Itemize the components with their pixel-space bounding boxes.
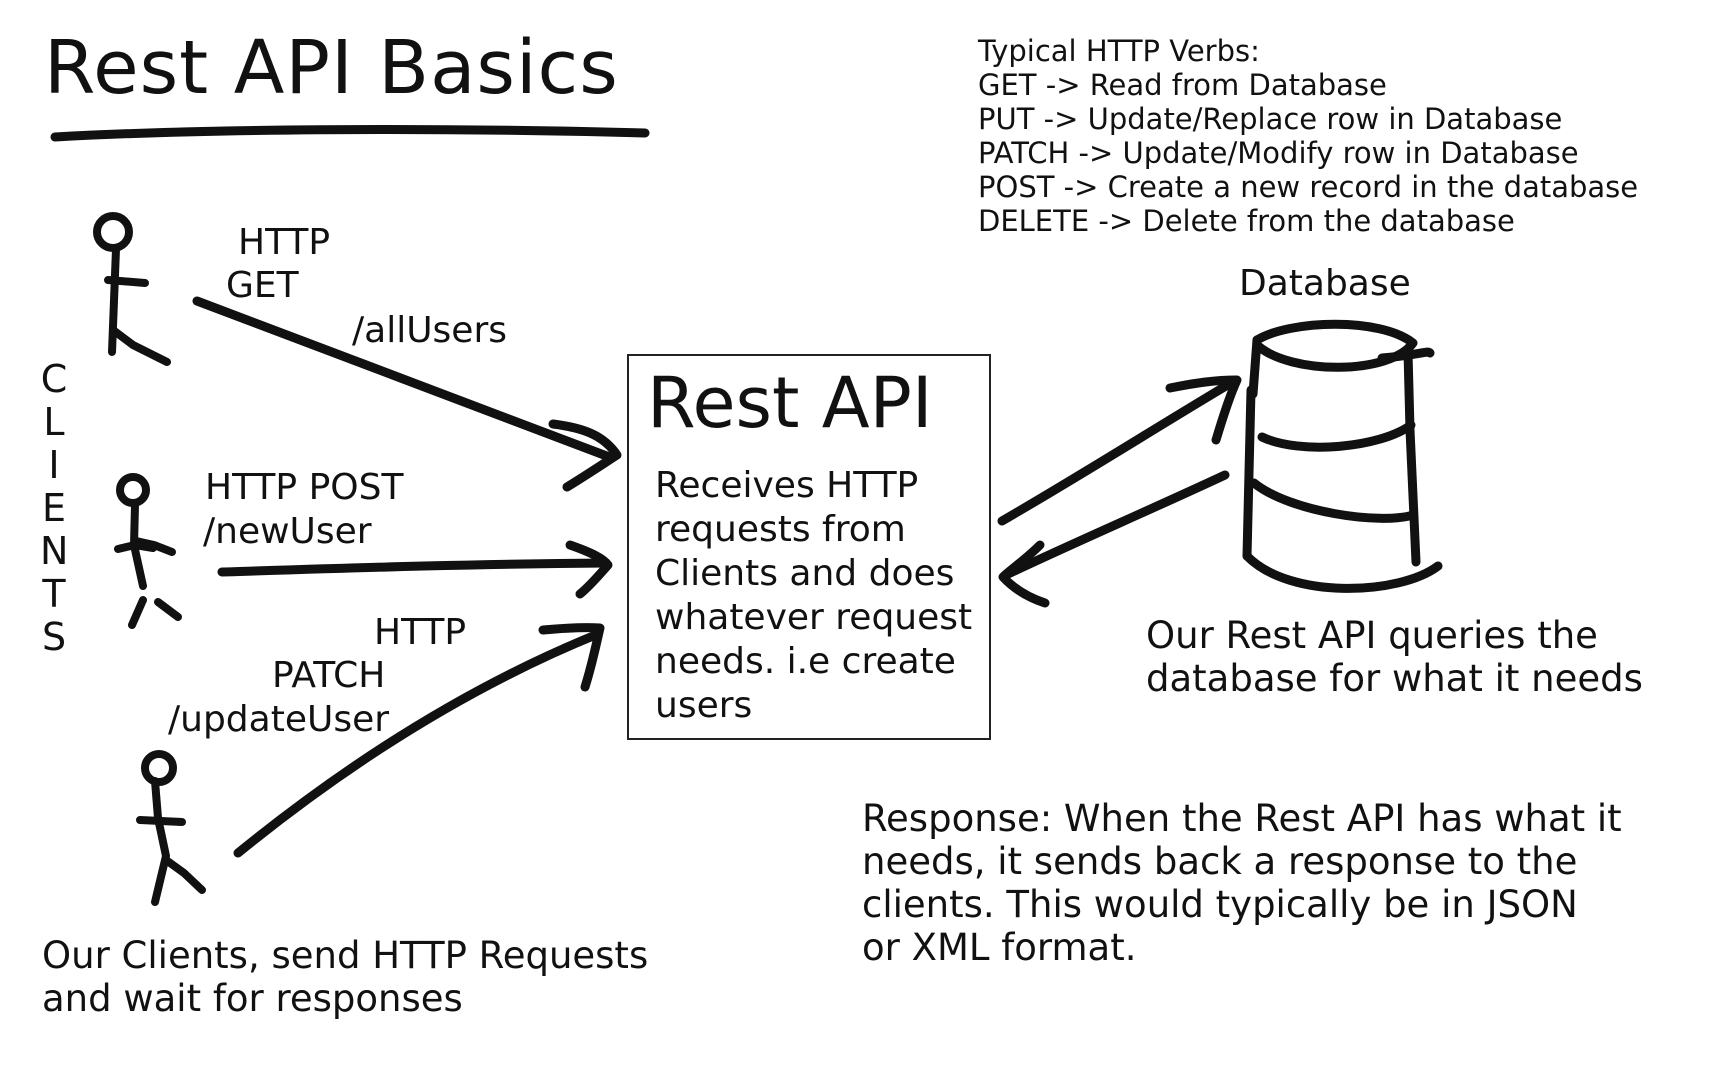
patch-label-path: /updateUser [168,699,390,740]
client-figure-1 [93,212,171,366]
post-label-path: /newUser [203,511,372,552]
clients-letter: S [41,615,67,659]
verbs-heading: Typical HTTP Verbs: [978,34,1260,68]
clients-letter: T [42,572,66,616]
patch-label-verb: PATCH [272,655,386,696]
rest-api-description: Receives HTTP requests from Clients and … [655,465,973,726]
client-figure-2 [114,473,182,629]
get-label-http: HTTP [238,222,331,263]
title-underline [50,125,650,142]
clients-letter: N [40,529,69,573]
verb-delete: DELETE -> Delete from the database [978,204,1515,238]
http-verbs-list: Typical HTTP Verbs: GET -> Read from Dat… [978,34,1638,238]
clients-letter: C [40,357,68,401]
patch-label-http: HTTP [374,612,467,653]
clients-letter: I [48,443,60,487]
database-icon [1242,319,1443,593]
verb-patch: PATCH -> Update/Modify row in Database [978,136,1579,170]
rest-api-title: Rest API [647,362,933,444]
page-title: Rest API Basics [44,25,619,111]
verb-get: GET -> Read from Database [978,68,1387,102]
get-label-path: /allUsers [352,310,508,351]
rest-api-box: Rest API Receives HTTP requests from Cli… [627,354,991,740]
verb-put: PUT -> Update/Replace row in Database [978,102,1563,136]
get-arrow [192,296,622,492]
clients-letter: E [41,486,66,530]
clients-vertical-label: C L I E N T S [40,358,68,659]
post-arrow [217,540,613,599]
clients-letter: L [43,400,65,444]
client-figure-3 [136,750,206,906]
verb-post: POST -> Create a new record in the datab… [978,170,1639,204]
patch-arrow [233,623,605,858]
api-to-database-arrow [997,375,1242,526]
database-caption: Our Rest API queries the database for wh… [1146,614,1643,700]
clients-caption: Our Clients, send HTTP Requests and wait… [42,934,649,1020]
database-to-api-arrow [998,470,1230,608]
database-label: Database [1239,263,1411,304]
post-label-verb: HTTP POST [205,467,404,508]
get-label-verb: GET [226,265,299,306]
response-text: Response: When the Rest API has what it … [862,797,1622,969]
